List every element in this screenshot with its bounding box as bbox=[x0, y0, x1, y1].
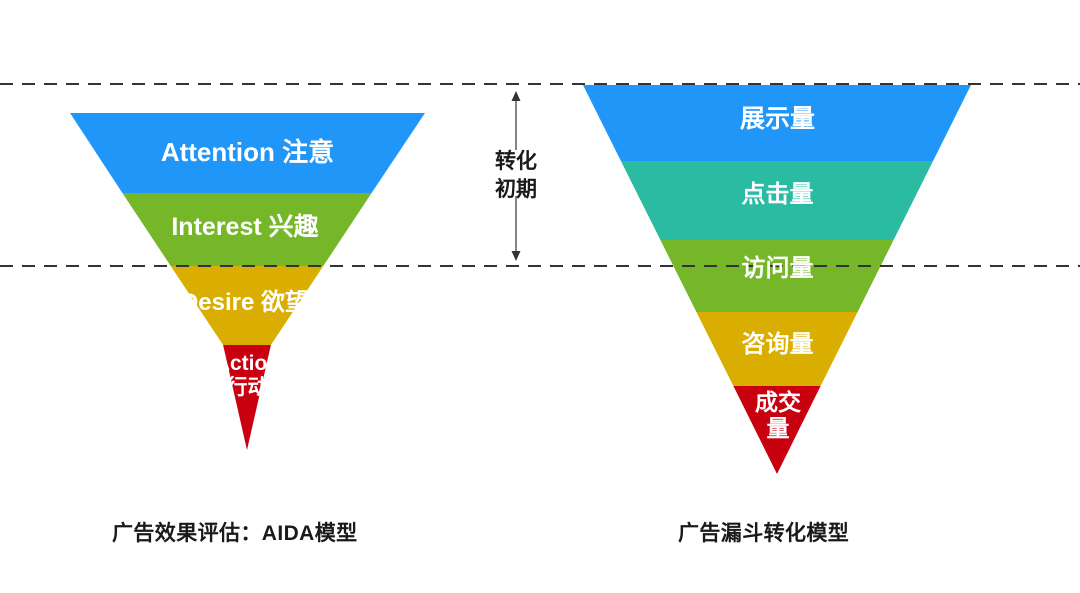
conversion-stage-label-line1: 转化 bbox=[495, 150, 537, 173]
right-funnel-band-clicks[interactable] bbox=[620, 161, 934, 240]
conversion-stage-arrow-icon bbox=[511, 91, 521, 261]
right-funnel-caption: 广告漏斗转化模型 bbox=[678, 522, 850, 545]
right-funnel-band-visits[interactable] bbox=[660, 240, 894, 312]
left-funnel-band-interest[interactable] bbox=[122, 193, 372, 266]
right-funnel-band-inquiries[interactable] bbox=[696, 312, 858, 386]
left-funnel-aida bbox=[70, 113, 425, 450]
right-funnel-band-deals[interactable] bbox=[733, 386, 821, 474]
conversion-stage-label: 转化 初期 bbox=[476, 148, 556, 205]
right-funnel-conversion bbox=[583, 85, 971, 474]
right-funnel-band-impressions[interactable] bbox=[583, 85, 971, 161]
left-funnel-caption: 广告效果评估：AIDA模型 bbox=[112, 522, 358, 545]
left-funnel-band-attention[interactable] bbox=[70, 113, 425, 193]
conversion-stage-label-line2: 初期 bbox=[495, 178, 537, 202]
left-funnel-band-desire[interactable] bbox=[170, 266, 324, 345]
left-funnel-band-action[interactable] bbox=[223, 345, 271, 450]
